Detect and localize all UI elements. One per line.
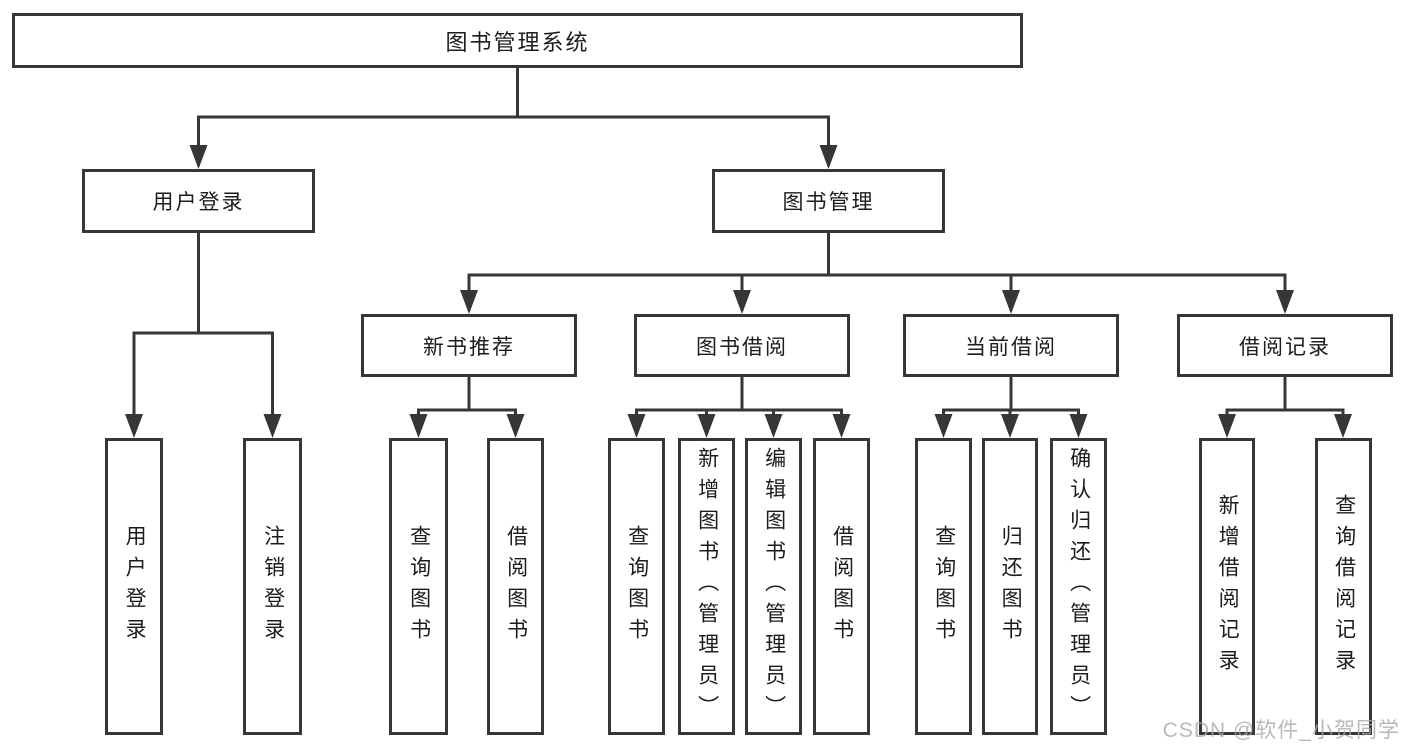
- node-book-management: 图书管理: [712, 169, 945, 233]
- leaf-recommend-query-books: 查询图书: [389, 438, 448, 735]
- leaf-current-query-books-label: 查询图书: [932, 524, 956, 649]
- leaf-add-borrow-record-label: 新增借阅记录: [1216, 493, 1240, 680]
- node-new-book-recommend: 新书推荐: [361, 314, 577, 377]
- leaf-confirm-return-admin-label: 确认归还（管理员）: [1067, 447, 1091, 726]
- leaf-logout: 注销登录: [243, 438, 302, 735]
- leaf-user-login-label: 用户登录: [123, 524, 147, 649]
- node-book-borrow-label: 图书借阅: [696, 335, 788, 359]
- leaf-add-borrow-record: 新增借阅记录: [1199, 438, 1255, 735]
- node-new-book-recommend-label: 新书推荐: [423, 335, 515, 359]
- node-book-borrow: 图书借阅: [634, 314, 850, 377]
- node-library-system: 图书管理系统: [12, 13, 1023, 68]
- leaf-add-book-admin: 新增图书（管理员）: [678, 438, 735, 735]
- leaf-add-book-admin-label: 新增图书（管理员）: [695, 447, 719, 726]
- leaf-user-login: 用户登录: [105, 438, 163, 735]
- node-current-borrow: 当前借阅: [903, 314, 1119, 377]
- leaf-borrow-borrow-books-label: 借阅图书: [830, 524, 854, 649]
- leaf-confirm-return-admin: 确认归还（管理员）: [1050, 438, 1107, 735]
- csdn-watermark: CSDN @软件_小贺同学: [1162, 719, 1400, 742]
- leaf-edit-book-admin-label: 编辑图书（管理员）: [762, 447, 786, 726]
- leaf-logout-label: 注销登录: [261, 524, 285, 649]
- leaf-current-query-books: 查询图书: [915, 438, 972, 735]
- leaf-recommend-borrow-books-label: 借阅图书: [504, 524, 528, 649]
- leaf-edit-book-admin: 编辑图书（管理员）: [745, 438, 802, 735]
- leaf-recommend-borrow-books: 借阅图书: [487, 438, 544, 735]
- node-book-management-label: 图书管理: [782, 191, 875, 214]
- leaf-query-borrow-record-label: 查询借阅记录: [1332, 493, 1356, 680]
- node-user-login-label: 用户登录: [152, 191, 245, 214]
- leaf-recommend-query-books-label: 查询图书: [407, 524, 431, 649]
- node-borrow-records: 借阅记录: [1177, 314, 1393, 377]
- leaf-borrow-query-books: 查询图书: [608, 438, 665, 735]
- leaf-query-borrow-record: 查询借阅记录: [1315, 438, 1372, 735]
- leaf-return-book-label: 归还图书: [999, 524, 1023, 649]
- node-user-login: 用户登录: [82, 169, 315, 233]
- leaf-borrow-query-books-label: 查询图书: [625, 524, 649, 649]
- node-library-system-label: 图书管理系统: [445, 29, 590, 55]
- node-current-borrow-label: 当前借阅: [965, 335, 1057, 359]
- leaf-borrow-borrow-books: 借阅图书: [813, 438, 870, 735]
- node-borrow-records-label: 借阅记录: [1239, 335, 1331, 359]
- leaf-return-book: 归还图书: [982, 438, 1038, 735]
